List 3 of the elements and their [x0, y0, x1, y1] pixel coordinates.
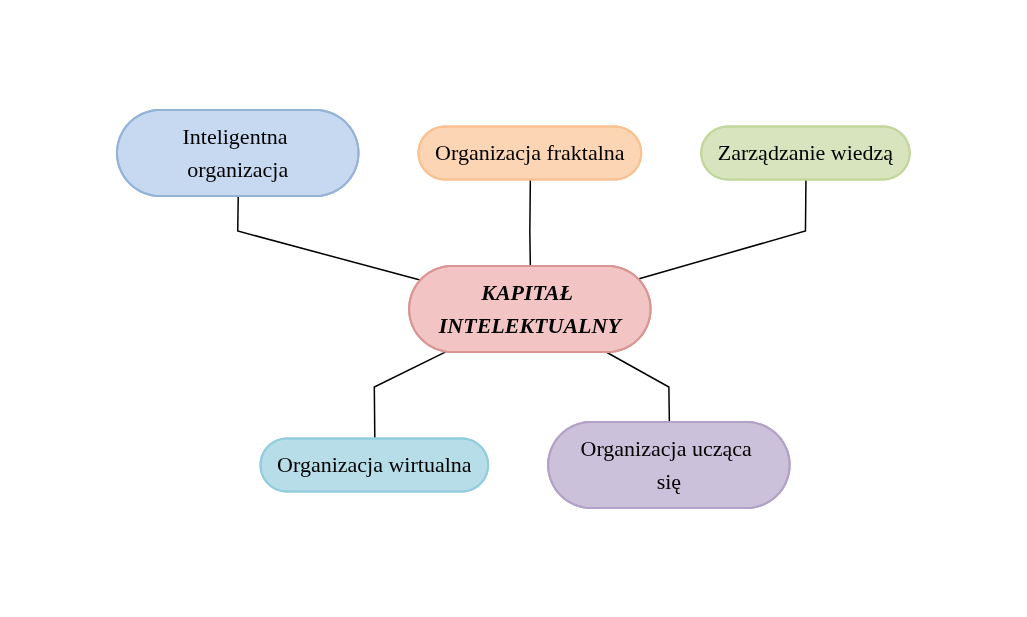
- connector: [606, 351, 671, 423]
- connector: [529, 178, 532, 267]
- connector: [237, 195, 422, 281]
